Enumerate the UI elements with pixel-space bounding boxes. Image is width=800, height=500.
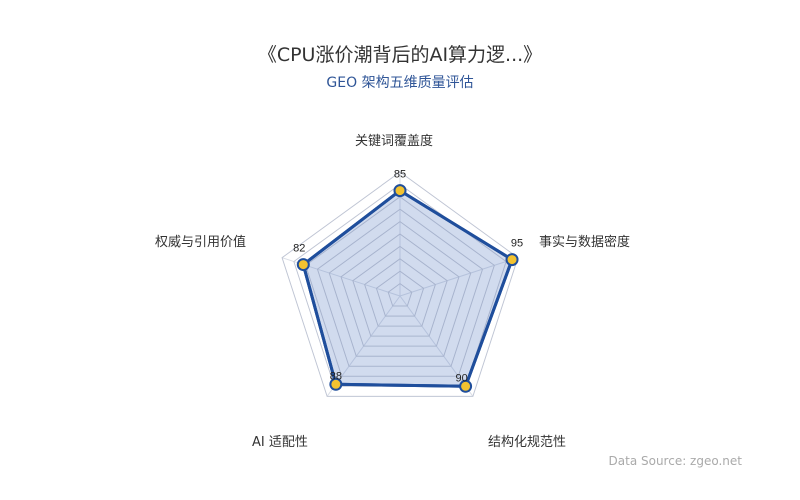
grid-ring [305, 196, 495, 377]
axis-line [399, 295, 474, 397]
chart-title: 《CPU涨价潮背后的AI算力逻...》 [257, 44, 543, 66]
indicator-label-authority: 权威与引用价值 [155, 235, 247, 250]
grid-ring [375, 270, 425, 317]
value-label: 95 [511, 238, 523, 250]
grid-ring-overlay [387, 283, 413, 307]
chart-subtitle: GEO 架构五维质量评估 [326, 75, 474, 91]
value-label: 85 [394, 169, 406, 181]
data-point[interactable] [505, 253, 519, 267]
grid-ring-overlay [364, 258, 436, 327]
value-label: 90 [455, 372, 467, 384]
grid-ring-overlay [375, 270, 425, 317]
grid-ring [364, 258, 436, 327]
series-line [301, 189, 514, 388]
grid-ring [340, 233, 460, 347]
value-label: 82 [293, 243, 305, 255]
grid-ring-overlay [340, 233, 460, 347]
indicator-label-structure: 结构化规范性 [488, 435, 567, 450]
grid-ring [281, 171, 519, 397]
value-label: 88 [330, 370, 342, 382]
grid-ring [352, 245, 448, 337]
grid-ring-overlay [328, 221, 472, 357]
grid-ring-overlay [305, 196, 495, 377]
data-point[interactable] [329, 377, 343, 391]
data-point[interactable] [459, 379, 473, 393]
data-point[interactable] [296, 258, 310, 272]
indicator-label-keyword: 关键词覆盖度 [355, 134, 434, 149]
grid-ring [316, 208, 484, 367]
data-point[interactable] [393, 184, 407, 198]
data-source: Data Source: zgeo.net [608, 454, 742, 468]
axis-line [399, 257, 519, 297]
grid-ring-overlay [352, 245, 448, 337]
grid-ring [387, 282, 413, 307]
grid-ring [328, 220, 472, 357]
grid-ring-overlay [316, 208, 484, 367]
indicator-label-fact-density: 事实与数据密度 [539, 235, 631, 250]
grid-ring-overlay [281, 171, 519, 397]
indicator-label-ai-fit: AI 适配性 [252, 435, 308, 450]
